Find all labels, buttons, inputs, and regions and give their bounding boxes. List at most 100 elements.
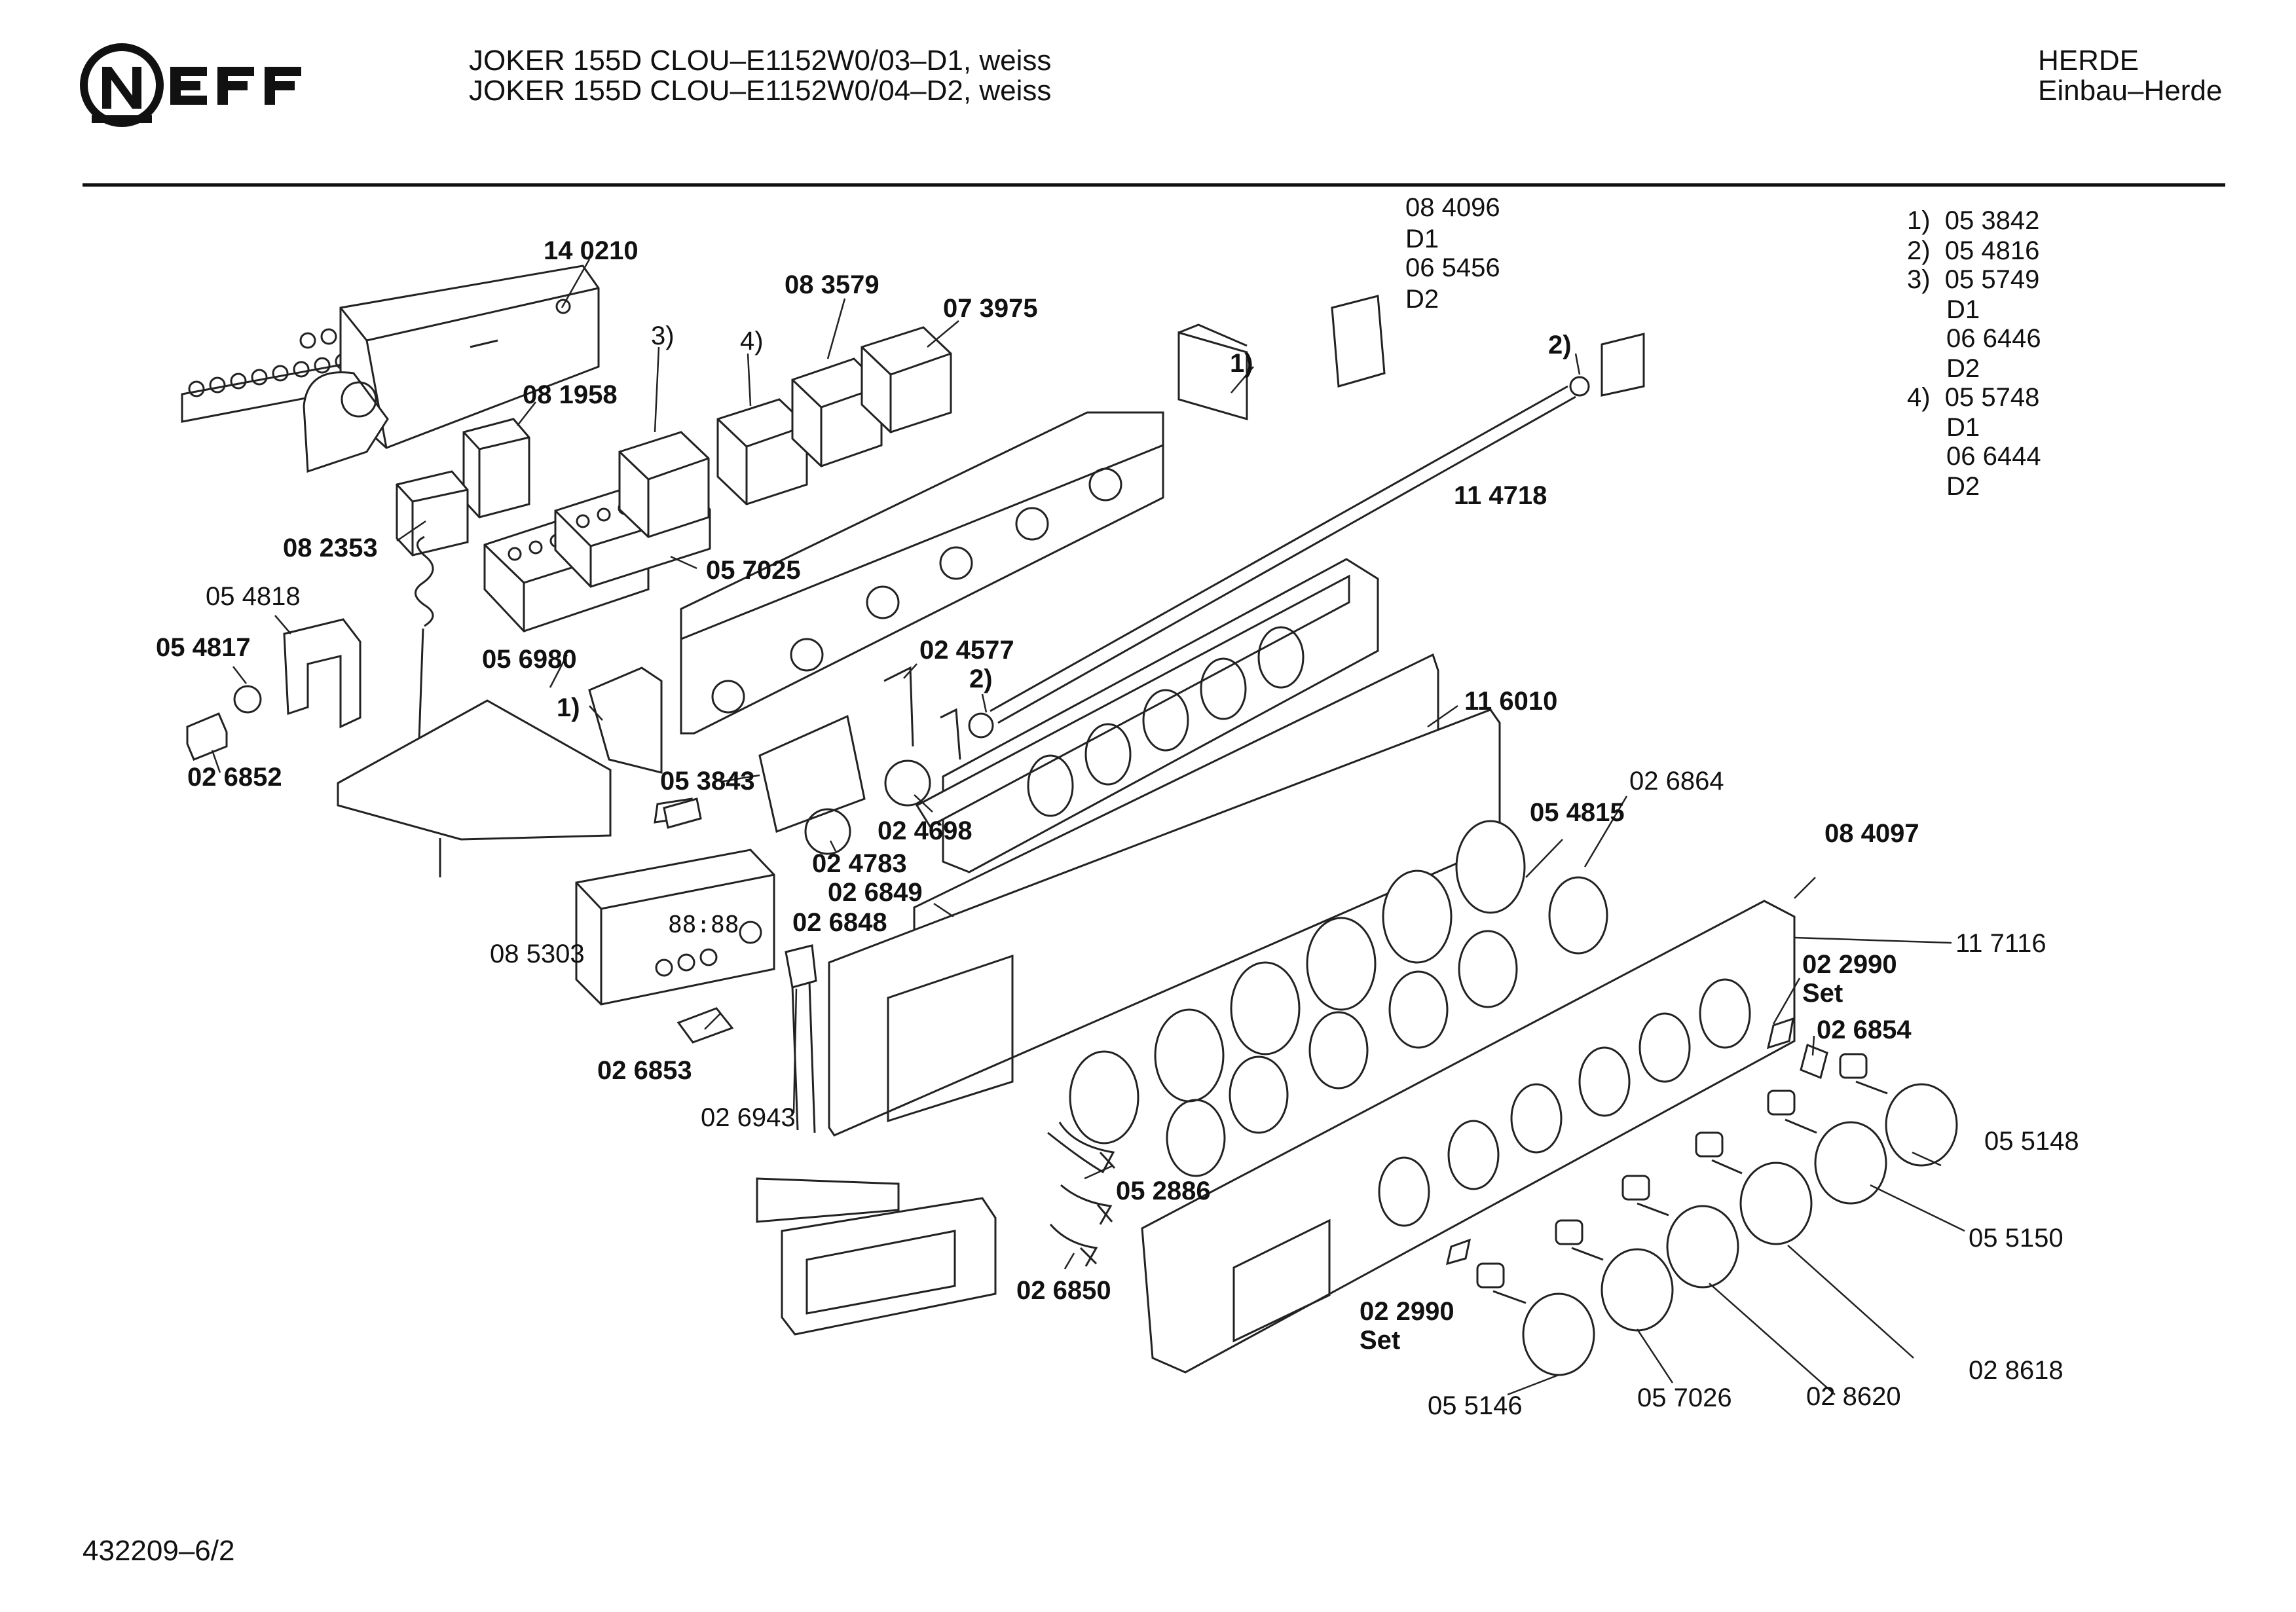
svg-text:08 4096: 08 4096 xyxy=(1405,193,1500,222)
switch-4 xyxy=(716,398,808,505)
callout-labels: 14 0210 08 3579 07 3975 3) 4) 1) 2) 08 1… xyxy=(156,236,2079,1420)
bracket-024577 xyxy=(883,666,914,747)
header-divider xyxy=(83,183,2225,187)
clip-left xyxy=(663,797,702,829)
callout-052886: 05 2886 xyxy=(1116,1177,1211,1205)
disc-024783 xyxy=(804,808,851,855)
svg-text:06 6446: 06 6446 xyxy=(1946,324,2041,353)
callout-054815: 05 4815 xyxy=(1530,798,1625,827)
variant-notes-top: 08 4096 D1 06 5456 D2 xyxy=(1405,193,1500,314)
callout-053843: 05 3843 xyxy=(660,767,755,796)
cover-054818 xyxy=(283,618,361,729)
callout-026848: 02 6848 xyxy=(792,908,887,937)
callout-028620: 02 8620 xyxy=(1806,1382,1901,1411)
callout-026854: 02 6854 xyxy=(1817,1016,1912,1044)
callout-1-left: 1) xyxy=(557,693,580,722)
svg-text:D2: D2 xyxy=(1946,472,1980,501)
switch-083579 xyxy=(791,357,883,467)
svg-text:06 5456: 06 5456 xyxy=(1405,253,1500,282)
callout-026852: 02 6852 xyxy=(187,763,282,792)
callout-057025: 05 7025 xyxy=(706,556,801,585)
callout-024783: 02 4783 xyxy=(812,849,907,878)
callout-054817: 05 4817 xyxy=(156,633,251,662)
callout-055148: 05 5148 xyxy=(1984,1127,2079,1156)
svg-text:D2: D2 xyxy=(1946,354,1980,383)
callout-026943: 02 6943 xyxy=(701,1103,796,1132)
callout-084097: 08 4097 xyxy=(1824,819,1919,848)
svg-text:D2: D2 xyxy=(1405,285,1439,314)
callout-056980: 05 6980 xyxy=(482,645,577,674)
callout-085303: 08 5303 xyxy=(490,940,585,968)
callout-028618: 02 8618 xyxy=(1969,1356,2064,1385)
svg-text:D1: D1 xyxy=(1405,225,1439,253)
callout-055146: 05 5146 xyxy=(1428,1391,1523,1420)
callout-073975: 07 3975 xyxy=(943,294,1038,323)
callout-3: 3) xyxy=(651,321,675,350)
callout-082353: 08 2353 xyxy=(283,534,378,562)
capacitor-026852 xyxy=(186,712,228,761)
svg-text:06 6444: 06 6444 xyxy=(1946,442,2041,471)
knob-rings-054815 xyxy=(1069,820,1608,1177)
svg-text:2) 05 4816: 2) 05 4816 xyxy=(1907,236,2039,265)
terminal-strip xyxy=(756,1177,900,1223)
model-line-2: JOKER 155D CLOU–E1152W0/04–D2, weiss xyxy=(469,75,1052,107)
control-knobs xyxy=(1476,1053,1958,1376)
fascia-holes xyxy=(1378,978,1751,1227)
callout-081958: 08 1958 xyxy=(523,380,618,409)
heat-shield xyxy=(337,699,612,841)
svg-text:3) 05 5749: 3) 05 5749 xyxy=(1907,265,2039,294)
callout-026864: 02 6864 xyxy=(1629,767,1724,796)
leader-lines xyxy=(211,259,1965,1396)
relay-084096 xyxy=(1331,295,1386,388)
callout-022990-b: 02 2990 xyxy=(1360,1297,1454,1326)
svg-text:4) 05 5748: 4) 05 5748 xyxy=(1907,383,2039,412)
holder-053843 xyxy=(758,714,866,833)
switch-082353 xyxy=(396,470,469,557)
callout-2-left: 2) xyxy=(969,665,993,693)
callout-2-top: 2) xyxy=(1548,331,1572,359)
callout-026849: 02 6849 xyxy=(828,878,923,907)
switch-073975 xyxy=(861,326,952,433)
callout-026850: 02 6850 xyxy=(1016,1276,1111,1305)
callout-114718: 11 4718 xyxy=(1454,481,1547,510)
callout-117116: 11 7116 xyxy=(1955,929,2046,958)
callout-024698: 02 4698 xyxy=(878,816,972,845)
callout-057026: 05 7026 xyxy=(1637,1383,1732,1412)
rod-114718 xyxy=(990,385,1576,724)
wire-harness-052886 xyxy=(1047,1122,1116,1267)
terminal-block-assembly xyxy=(181,265,600,473)
lamp-026848 xyxy=(785,944,817,989)
bracket-1-left xyxy=(588,667,663,774)
callout-024577: 02 4577 xyxy=(919,636,1014,665)
model-line-1: JOKER 155D CLOU–E1152W0/03–D1, weiss xyxy=(469,45,1052,77)
callout-054818: 05 4818 xyxy=(206,582,301,611)
switch-081958 xyxy=(462,418,530,519)
callout-1-top: 1) xyxy=(1230,349,1253,378)
callout-set-a: Set xyxy=(1802,979,1843,1008)
lamp-holder-top xyxy=(1601,333,1645,397)
svg-text:1) 05 3842: 1) 05 3842 xyxy=(1907,206,2039,235)
clock-display: 88:88 xyxy=(668,911,739,938)
bracket-1-top xyxy=(1177,331,1248,420)
callout-set-b: Set xyxy=(1360,1326,1400,1355)
panel-holes xyxy=(711,467,1122,714)
switch-mounting-panel xyxy=(680,443,1164,735)
neff-logo xyxy=(80,43,301,127)
panel-116010-holes xyxy=(1027,626,1305,817)
svg-text:D1: D1 xyxy=(1946,413,1980,442)
display-window xyxy=(781,1197,997,1336)
switch-3 xyxy=(618,431,710,538)
clock-085303 xyxy=(575,849,775,1006)
callout-4: 4) xyxy=(740,327,764,356)
clip-054817 xyxy=(233,685,262,714)
callout-140210: 14 0210 xyxy=(544,236,639,265)
callout-083579: 08 3579 xyxy=(785,270,880,299)
clip-026853 xyxy=(676,1007,734,1044)
variant-notes-right: 1) 05 3842 2) 05 4816 3) 05 5749 D1 06 6… xyxy=(1907,206,2041,501)
category-title: HERDE xyxy=(2038,45,2139,77)
callout-055150: 05 5150 xyxy=(1969,1224,2064,1253)
document-number: 432209–6/2 xyxy=(83,1535,235,1567)
subcategory-title: Einbau–Herde xyxy=(2038,75,2223,107)
